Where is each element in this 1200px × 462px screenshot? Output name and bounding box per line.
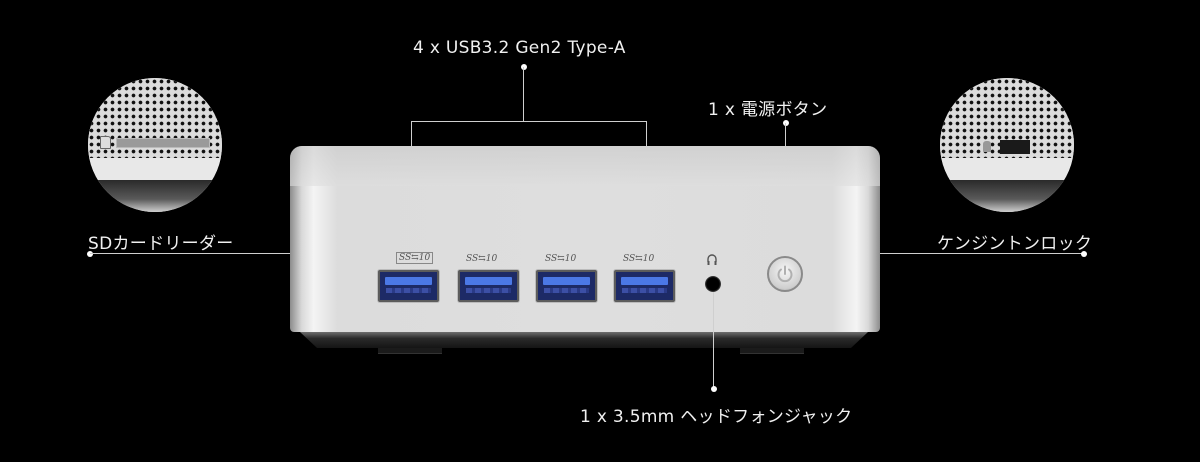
headphone-callout-dot [711, 386, 717, 392]
headphone-jack[interactable] [705, 276, 721, 292]
usb-port-4[interactable] [614, 270, 675, 302]
headphone-icon [707, 254, 717, 269]
usb-port-3[interactable] [536, 270, 597, 302]
usb-callout-label: 4 x USB3.2 Gen2 Type-A [413, 38, 626, 58]
power-button[interactable] [767, 256, 803, 292]
kensington-magnifier [940, 78, 1074, 212]
sd-callout-label: SDカードリーダー [88, 234, 234, 254]
usb-callout-bracket [411, 121, 647, 122]
kensington-lock-icon [983, 141, 991, 152]
sd-card-icon [100, 136, 111, 149]
usb-callout-stem [523, 67, 524, 122]
headphone-callout-line [713, 292, 714, 388]
usb-port-1[interactable] [378, 270, 439, 302]
usb-callout-dot [521, 64, 527, 70]
kensington-callout-line [880, 253, 1083, 254]
mini-pc-front-panel [290, 146, 880, 332]
usb-ss-icon: SS⇆10 [623, 254, 655, 264]
usb-ss-icon: SS⇆10 [466, 254, 498, 264]
sd-card-slot [116, 138, 210, 148]
usb-ss-icon: SS⇆10 [396, 252, 434, 264]
kensington-callout-dot [1081, 251, 1087, 257]
kensington-callout-label: ケンジントンロック [937, 234, 1093, 254]
usb-port-2[interactable] [458, 270, 519, 302]
usb-ss-icon: SS⇆10 [545, 254, 577, 264]
mini-pc-base [300, 332, 868, 348]
power-callout-dot [783, 120, 789, 126]
sd-callout-dot [87, 251, 93, 257]
foot-right [740, 348, 804, 354]
power-icon [777, 265, 793, 283]
foot-left [378, 348, 442, 354]
power-callout-label: 1 x 電源ボタン [708, 100, 828, 120]
sd-card-magnifier [88, 78, 222, 212]
headphone-callout-label: 1 x 3.5mm ヘッドフォンジャック [580, 407, 853, 427]
sd-callout-line [90, 253, 294, 254]
kensington-slot [1000, 140, 1030, 154]
